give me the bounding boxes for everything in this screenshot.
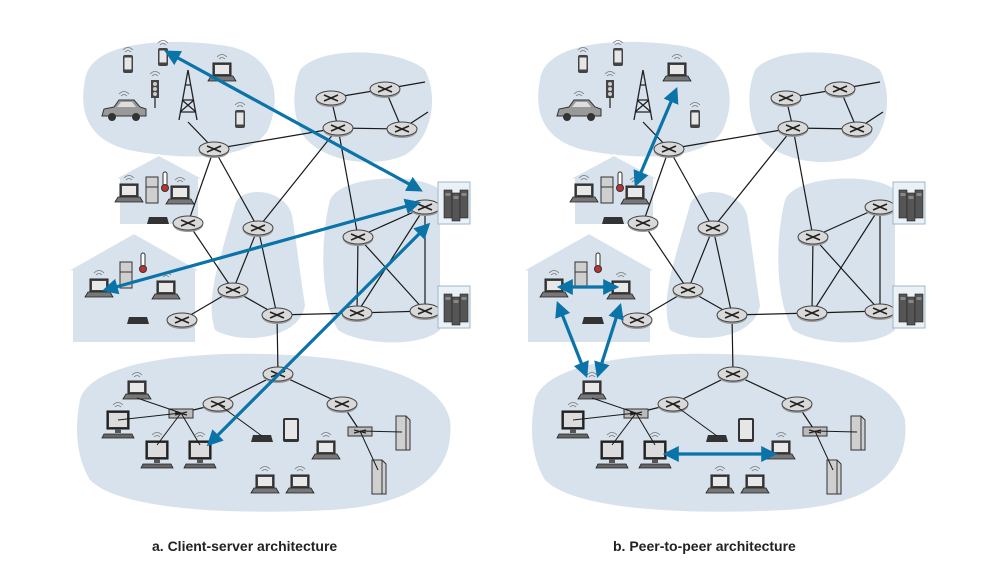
car-icon bbox=[556, 91, 602, 121]
server-rack-icon bbox=[850, 415, 866, 451]
modem-icon bbox=[706, 435, 728, 442]
router-icon bbox=[409, 303, 441, 320]
smartphone-icon bbox=[122, 47, 134, 73]
router-icon bbox=[657, 396, 689, 413]
router-icon bbox=[797, 229, 829, 246]
router-icon bbox=[342, 229, 374, 246]
router-icon bbox=[217, 282, 249, 299]
router-icon bbox=[369, 81, 401, 98]
traffic-light-icon bbox=[149, 71, 161, 108]
laptop-icon bbox=[662, 54, 692, 82]
router-icon bbox=[172, 215, 204, 232]
router-icon bbox=[781, 396, 813, 413]
thermometer-icon bbox=[161, 171, 169, 192]
laptop-icon bbox=[122, 372, 152, 400]
router-icon bbox=[777, 120, 809, 137]
communication-arrow bbox=[206, 222, 431, 447]
smartphone-icon bbox=[689, 102, 701, 128]
router-icon bbox=[717, 366, 749, 383]
router-icon bbox=[261, 307, 293, 324]
router-icon bbox=[315, 90, 347, 107]
router-icon bbox=[864, 303, 896, 320]
router-icon bbox=[322, 120, 354, 137]
modem-icon bbox=[127, 317, 149, 324]
modem-icon bbox=[602, 217, 624, 224]
server-rack-icon bbox=[371, 459, 387, 495]
router-icon bbox=[841, 121, 873, 138]
refrigerator-icon bbox=[574, 261, 588, 289]
router-icon bbox=[202, 396, 234, 413]
router-icon bbox=[672, 282, 704, 299]
desktop-icon bbox=[183, 432, 217, 469]
router-icon bbox=[166, 312, 198, 329]
server-rack-icon bbox=[892, 181, 926, 225]
router-icon bbox=[653, 141, 685, 158]
thermometer-icon bbox=[594, 252, 602, 273]
router-icon bbox=[716, 307, 748, 324]
server-rack-icon bbox=[437, 181, 471, 225]
caption-peer-to-peer: b. Peer-to-peer architecture bbox=[613, 538, 796, 554]
server-rack-icon bbox=[395, 415, 411, 451]
desktop-icon bbox=[595, 432, 629, 469]
router-icon bbox=[627, 215, 659, 232]
panel-peer-to-peer bbox=[517, 40, 926, 512]
router-icon bbox=[621, 312, 653, 329]
desktop-icon bbox=[140, 432, 174, 469]
desktop-icon bbox=[638, 432, 672, 469]
smartphone-icon bbox=[612, 40, 624, 66]
thermometer-icon bbox=[616, 171, 624, 192]
laptop-icon bbox=[285, 466, 315, 494]
router-icon bbox=[864, 199, 896, 216]
modem-icon bbox=[582, 317, 604, 324]
modem-icon bbox=[251, 435, 273, 442]
communication-arrow bbox=[594, 302, 624, 379]
router-icon bbox=[770, 90, 802, 107]
router-icon bbox=[824, 81, 856, 98]
refrigerator-icon bbox=[600, 176, 614, 204]
thermometer-icon bbox=[139, 252, 147, 273]
laptop-icon bbox=[577, 372, 607, 400]
communication-arrow bbox=[555, 301, 589, 378]
router-icon bbox=[796, 305, 828, 322]
communication-arrow bbox=[633, 87, 679, 187]
router-icon bbox=[198, 141, 230, 158]
communication-arrow bbox=[164, 50, 423, 192]
server-rack-icon bbox=[437, 285, 471, 329]
smartphone-icon bbox=[577, 47, 589, 73]
router-icon bbox=[386, 121, 418, 138]
tablet-icon bbox=[283, 418, 299, 442]
panel-client-server bbox=[62, 40, 471, 512]
laptop-icon bbox=[740, 466, 770, 494]
caption-client-server: a. Client-server architecture bbox=[152, 538, 338, 554]
server-rack-icon bbox=[826, 459, 842, 495]
laptop-icon bbox=[705, 466, 735, 494]
laptop-icon bbox=[250, 466, 280, 494]
traffic-light-icon bbox=[604, 71, 616, 108]
server-rack-icon bbox=[892, 285, 926, 329]
tablet-icon bbox=[738, 418, 754, 442]
modem-icon bbox=[147, 217, 169, 224]
router-icon bbox=[242, 220, 274, 237]
laptop-icon bbox=[569, 175, 599, 203]
refrigerator-icon bbox=[145, 176, 159, 204]
router-icon bbox=[697, 220, 729, 237]
router-icon bbox=[326, 396, 358, 413]
car-icon bbox=[101, 91, 147, 121]
